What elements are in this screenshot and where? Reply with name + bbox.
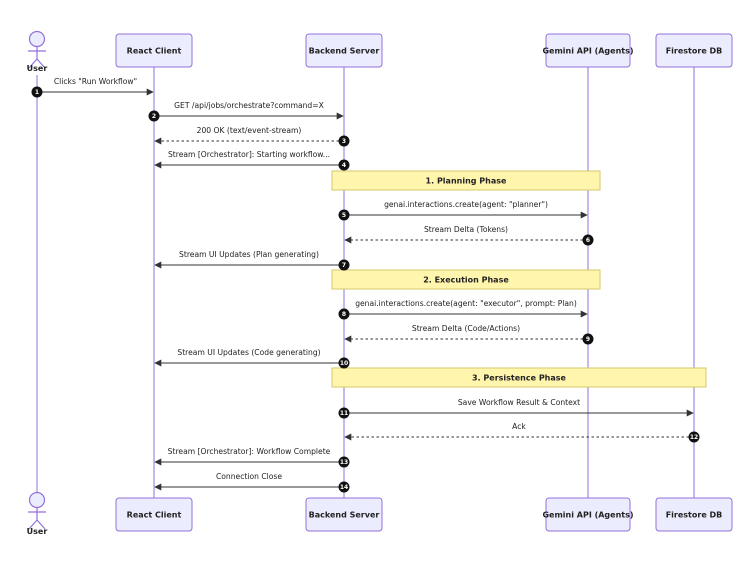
svg-text:4: 4 xyxy=(342,162,346,169)
participant-react-top: React Client xyxy=(115,33,193,68)
participant-react-bottom: React Client xyxy=(115,497,193,532)
message-5: genai.interactions.create(agent: "planne… xyxy=(338,200,588,221)
participant-backend-bottom: Backend Server xyxy=(305,497,383,532)
phase-note-label: 1. Planning Phase xyxy=(426,177,507,186)
svg-text:9: 9 xyxy=(586,336,590,343)
message-3: 200 OK (text/event-stream) 3 xyxy=(154,126,350,147)
phase-note-2: 2. Execution Phase xyxy=(331,269,601,290)
sequence-number-badge: 8 xyxy=(338,308,350,320)
phase-note-1: 1. Planning Phase xyxy=(331,170,601,191)
participant-label: Gemini API (Agents) xyxy=(542,511,633,520)
svg-text:14: 14 xyxy=(340,484,348,491)
message-14: Connection Close 14 xyxy=(154,472,350,493)
participant-firestore-bottom: Firestore DB xyxy=(655,497,733,532)
message-label: Stream UI Updates (Plan generating) xyxy=(179,250,319,259)
svg-text:7: 7 xyxy=(342,262,346,269)
phase-note-label: 2. Execution Phase xyxy=(423,276,509,285)
sequence-number-badge: 2 xyxy=(148,110,160,122)
sequence-number-badge: 6 xyxy=(582,234,594,246)
phase-note-3: 3. Persistence Phase xyxy=(331,367,707,388)
message-8: genai.interactions.create(agent: "execut… xyxy=(338,299,588,320)
sequence-number-badge: 1 xyxy=(31,86,43,98)
message-label: Stream [Orchestrator]: Starting workflow… xyxy=(168,150,330,159)
participant-gemini-top: Gemini API (Agents) xyxy=(542,33,634,68)
participant-label: Firestore DB xyxy=(666,511,723,520)
sequence-number-badge: 10 xyxy=(338,357,350,369)
svg-text:13: 13 xyxy=(340,459,348,466)
actor-label: User xyxy=(27,64,48,73)
svg-text:12: 12 xyxy=(690,434,698,441)
sequence-number-badge: 12 xyxy=(688,431,700,443)
message-4: Stream [Orchestrator]: Starting workflow… xyxy=(154,150,350,171)
message-label: Connection Close xyxy=(216,472,282,481)
svg-text:2: 2 xyxy=(152,113,156,120)
svg-text:6: 6 xyxy=(586,237,590,244)
message-label: Stream Delta (Tokens) xyxy=(424,225,508,234)
message-label: Save Workflow Result & Context xyxy=(458,398,580,407)
message-label: Stream [Orchestrator]: Workflow Complete xyxy=(168,447,331,456)
message-label: Clicks "Run Workflow" xyxy=(54,77,137,86)
participant-label: React Client xyxy=(127,511,182,520)
sequence-number-badge: 11 xyxy=(338,407,350,419)
message-label: genai.interactions.create(agent: "execut… xyxy=(355,299,577,308)
user-body-icon xyxy=(28,507,46,530)
participant-backend-top: Backend Server xyxy=(305,33,383,68)
sequence-number-badge: 5 xyxy=(338,209,350,221)
participant-label: Backend Server xyxy=(309,47,380,56)
svg-text:8: 8 xyxy=(342,311,346,318)
message-7: Stream UI Updates (Plan generating) 7 xyxy=(154,250,350,271)
actor-label: User xyxy=(27,527,48,536)
svg-text:1: 1 xyxy=(35,89,39,96)
message-label: GET /api/jobs/orchestrate?command=X xyxy=(174,101,324,110)
svg-text:10: 10 xyxy=(340,360,348,367)
sequence-number-badge: 14 xyxy=(338,481,350,493)
user-head-icon xyxy=(28,491,46,509)
message-label: Stream UI Updates (Code generating) xyxy=(177,348,320,357)
message-label: genai.interactions.create(agent: "planne… xyxy=(384,200,548,209)
participant-firestore-top: Firestore DB xyxy=(655,33,733,68)
actor-user-top: User xyxy=(27,30,48,73)
actor-user-bottom: User xyxy=(27,491,48,536)
message-label: 200 OK (text/event-stream) xyxy=(197,126,302,135)
sequence-number-badge: 9 xyxy=(582,333,594,345)
participant-label: Backend Server xyxy=(309,511,380,520)
sequence-number-badge: 7 xyxy=(338,259,350,271)
message-10: Stream UI Updates (Code generating) 10 xyxy=(154,348,350,369)
message-label: Ack xyxy=(512,422,526,431)
message-11: Save Workflow Result & Context 11 xyxy=(338,398,694,419)
phase-note-label: 3. Persistence Phase xyxy=(472,374,567,383)
svg-text:11: 11 xyxy=(340,410,348,417)
message-1: Clicks "Run Workflow" 1 xyxy=(31,77,154,98)
participant-label: Gemini API (Agents) xyxy=(542,47,633,56)
user-head-icon xyxy=(28,30,46,48)
message-13: Stream [Orchestrator]: Workflow Complete… xyxy=(154,447,350,468)
svg-text:5: 5 xyxy=(342,212,346,219)
message-12: Ack 12 xyxy=(344,422,700,443)
sequence-number-badge: 3 xyxy=(338,135,350,147)
message-6: Stream Delta (Tokens) 6 xyxy=(344,225,594,246)
participant-label: Firestore DB xyxy=(666,47,723,56)
participant-gemini-bottom: Gemini API (Agents) xyxy=(542,497,634,532)
sequence-number-badge: 4 xyxy=(338,159,350,171)
participant-label: React Client xyxy=(127,47,182,56)
message-label: Stream Delta (Code/Actions) xyxy=(412,324,520,333)
svg-text:3: 3 xyxy=(342,138,346,145)
message-2: GET /api/jobs/orchestrate?command=X 2 xyxy=(148,101,344,122)
message-9: Stream Delta (Code/Actions) 9 xyxy=(344,324,594,345)
user-body-icon xyxy=(28,46,46,69)
sequence-number-badge: 13 xyxy=(338,456,350,468)
